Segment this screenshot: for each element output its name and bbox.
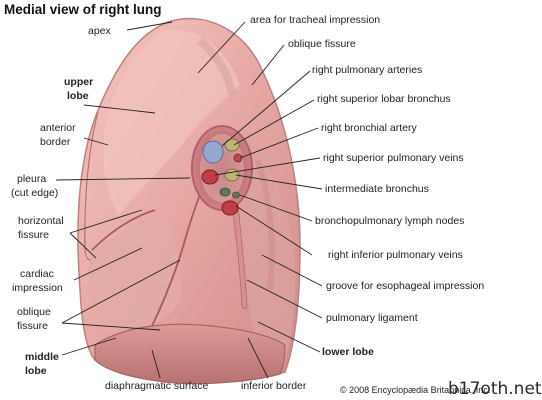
label-anterior-border-2: border <box>40 136 71 148</box>
label-oblique-fissure-1: oblique <box>17 306 51 318</box>
lymph-node <box>219 187 231 197</box>
label-lymph-nodes: bronchopulmonary lymph nodes <box>315 215 465 227</box>
label-cardiac-impression-1: cardiac <box>20 268 54 280</box>
diagram-title: Medial view of right lung <box>4 2 162 17</box>
bronchial-artery <box>233 153 243 163</box>
superior-lobar-bronchus <box>224 138 240 152</box>
label-inf-pulm-veins: right inferior pulmonary veins <box>328 249 463 261</box>
label-intermediate-bronchus: intermediate bronchus <box>325 183 429 195</box>
watermark-text: b17oth.net <box>448 379 542 399</box>
inferior-pulmonary-vein <box>221 200 239 216</box>
label-inferior-border: inferior border <box>241 380 307 392</box>
copyright-text: © 2008 Encyclopædia Britannica, Inc. <box>340 385 491 395</box>
label-upper-lobe-2: lobe <box>67 90 89 102</box>
pulmonary-ligament-shape <box>231 204 248 310</box>
middle-lobe-surface <box>88 214 182 331</box>
label-sup-pulm-veins: right superior pulmonary veins <box>323 152 464 164</box>
lung-diagram <box>55 17 323 385</box>
upper-lobe-surface <box>103 29 240 216</box>
label-oblique-fissure-2: fissure <box>17 320 48 332</box>
diaphragmatic-surface <box>94 323 286 385</box>
label-pulm-ligament: pulmonary ligament <box>326 312 418 324</box>
pulmonary-artery <box>202 140 224 164</box>
esophageal-groove <box>255 159 275 291</box>
superior-pulmonary-vein <box>201 169 219 185</box>
label-horizontal-fissure-1: horizontal <box>18 215 64 227</box>
label-pulm-arteries: right pulmonary arteries <box>312 64 423 76</box>
label-cardiac-impression-2: impression <box>12 282 63 294</box>
label-horizontal-fissure-2: fissure <box>18 229 49 241</box>
label-sup-lobar-bronchus: right superior lobar bronchus <box>317 93 451 105</box>
anterior-border-edge <box>84 111 99 261</box>
label-anterior-border-1: anterior <box>40 122 76 134</box>
lymph-node <box>232 191 240 199</box>
leader-lines <box>55 21 323 379</box>
tracheal-impression <box>197 37 236 96</box>
label-pleura-2: (cut edge) <box>11 187 59 199</box>
label-area-tracheal: area for tracheal impression <box>250 14 381 26</box>
label-diaphragmatic-surface: diaphragmatic surface <box>105 380 209 392</box>
label-upper-lobe-1: upper <box>64 76 94 88</box>
label-pleura-1: pleura <box>17 173 47 185</box>
label-bronchial-artery: right bronchial artery <box>321 122 417 134</box>
label-middle-lobe-2: lobe <box>25 365 47 377</box>
label-oblique-fissure-top: oblique fissure <box>288 38 356 50</box>
horizontal-fissure-line <box>91 209 156 251</box>
lower-lobe-surface <box>237 130 296 370</box>
label-apex: apex <box>88 25 111 37</box>
label-esophageal-groove: groove for esophageal impression <box>326 280 485 292</box>
label-middle-lobe-1: middle <box>25 351 59 363</box>
label-lower-lobe: lower lobe <box>322 346 374 358</box>
